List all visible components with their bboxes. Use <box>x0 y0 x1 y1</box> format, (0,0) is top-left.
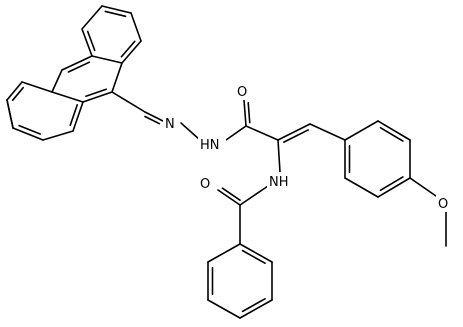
aryl-bond-5 <box>377 120 411 141</box>
anthracene-b-bond-5-inner <box>67 61 91 73</box>
anthracene-b-bond-4 <box>51 69 63 93</box>
hn-hydrazide-label: HN <box>200 138 220 153</box>
anthracene-b-bond-5 <box>61 55 93 71</box>
benzene-bond-4 <box>239 299 273 319</box>
anthracene-c-bond-5 <box>21 81 53 93</box>
alpha-beta-double-bond-inner <box>283 129 309 143</box>
anthracene-b-bond-2 <box>82 91 113 103</box>
aryl-o-bond <box>409 177 437 197</box>
benzene-bond-6-inner <box>241 249 266 265</box>
anthracene-c-bond-6 <box>6 99 14 129</box>
anthracene-a-bond-1 <box>101 5 132 14</box>
benzene-bond-3 <box>207 299 241 319</box>
benzoyl-co-double-bond-inner <box>221 187 241 201</box>
anthracene-b-bond-3 <box>51 91 84 103</box>
aryl-bond-6 <box>344 120 379 141</box>
n-imine-label-bg <box>163 114 179 132</box>
anthracene-c-bond-2 <box>42 130 74 141</box>
c9-ch-bond <box>111 91 146 113</box>
anthracene-a-bond-5 <box>81 28 93 57</box>
n-n-bond <box>180 122 201 141</box>
anthracene-c-bond-4-inner <box>11 86 25 101</box>
anthracene-a-bond-3 <box>121 40 142 64</box>
aryl-bond-3-inner <box>379 176 404 192</box>
bond-layer <box>6 5 447 319</box>
anthracene-c-bond-3 <box>12 127 44 141</box>
hn-hydrazide-label-bg <box>198 135 226 153</box>
anthracene-a-bond-6 <box>81 5 103 30</box>
alpha-beta-double-bond <box>277 123 311 141</box>
aryl-bond-3 <box>377 177 411 198</box>
benzene-bond-4-inner <box>241 297 266 313</box>
o-benzoyl-label: O <box>200 177 210 192</box>
anthracene-a-bond-2 <box>130 12 142 42</box>
nh-benzoyl-c-bond <box>239 185 269 206</box>
anthracene-c-bond-4 <box>6 81 23 101</box>
aryl-bond-2 <box>344 177 379 198</box>
anthracene-b-bond-2-inner <box>85 88 107 98</box>
nh-amide-label-bg <box>267 172 295 190</box>
o-methoxy-label-bg <box>436 194 454 212</box>
hn-carbonyl-bond <box>225 125 247 141</box>
o-methoxy-label: O <box>438 197 448 212</box>
nh-amide-label: NH <box>269 175 289 190</box>
benzene-bond-6 <box>239 243 273 263</box>
aryl-bond-5-inner <box>379 126 404 142</box>
anthracene-a-bond-1-inner <box>104 10 127 18</box>
ch-n-double-bond-inner <box>144 115 161 125</box>
anthracene-b-bond-1 <box>111 62 123 93</box>
anthracene-c-bond-1 <box>72 101 84 132</box>
anthracene-a-bond-3-inner <box>120 40 136 58</box>
o-benzoyl-label-bg <box>198 174 216 192</box>
carbonyl-alpha-bond <box>245 125 279 141</box>
carbonyl-o-double-bond <box>243 99 247 127</box>
anthracene-a-bond-4 <box>91 55 123 64</box>
o-amide-label-bg <box>235 82 253 100</box>
anthracene-a-bond-5-inner <box>86 30 96 52</box>
ch-n-double-bond <box>144 111 164 122</box>
beta-aryl-bond <box>309 123 346 141</box>
atom-label-layer: O HN N NH O O <box>163 82 454 212</box>
benzene-bond-1 <box>207 243 241 263</box>
o-amide-label: O <box>237 85 247 100</box>
carbonyl-o-double-bond-inner <box>247 102 251 124</box>
benzoyl-co-double-bond <box>217 189 241 206</box>
anthracene-c-bond-1-inner <box>69 104 79 126</box>
alpha-nh-bond <box>277 139 281 173</box>
n-imine-label: N <box>165 117 175 132</box>
anthracene-c-bond-3-inner <box>18 124 41 135</box>
